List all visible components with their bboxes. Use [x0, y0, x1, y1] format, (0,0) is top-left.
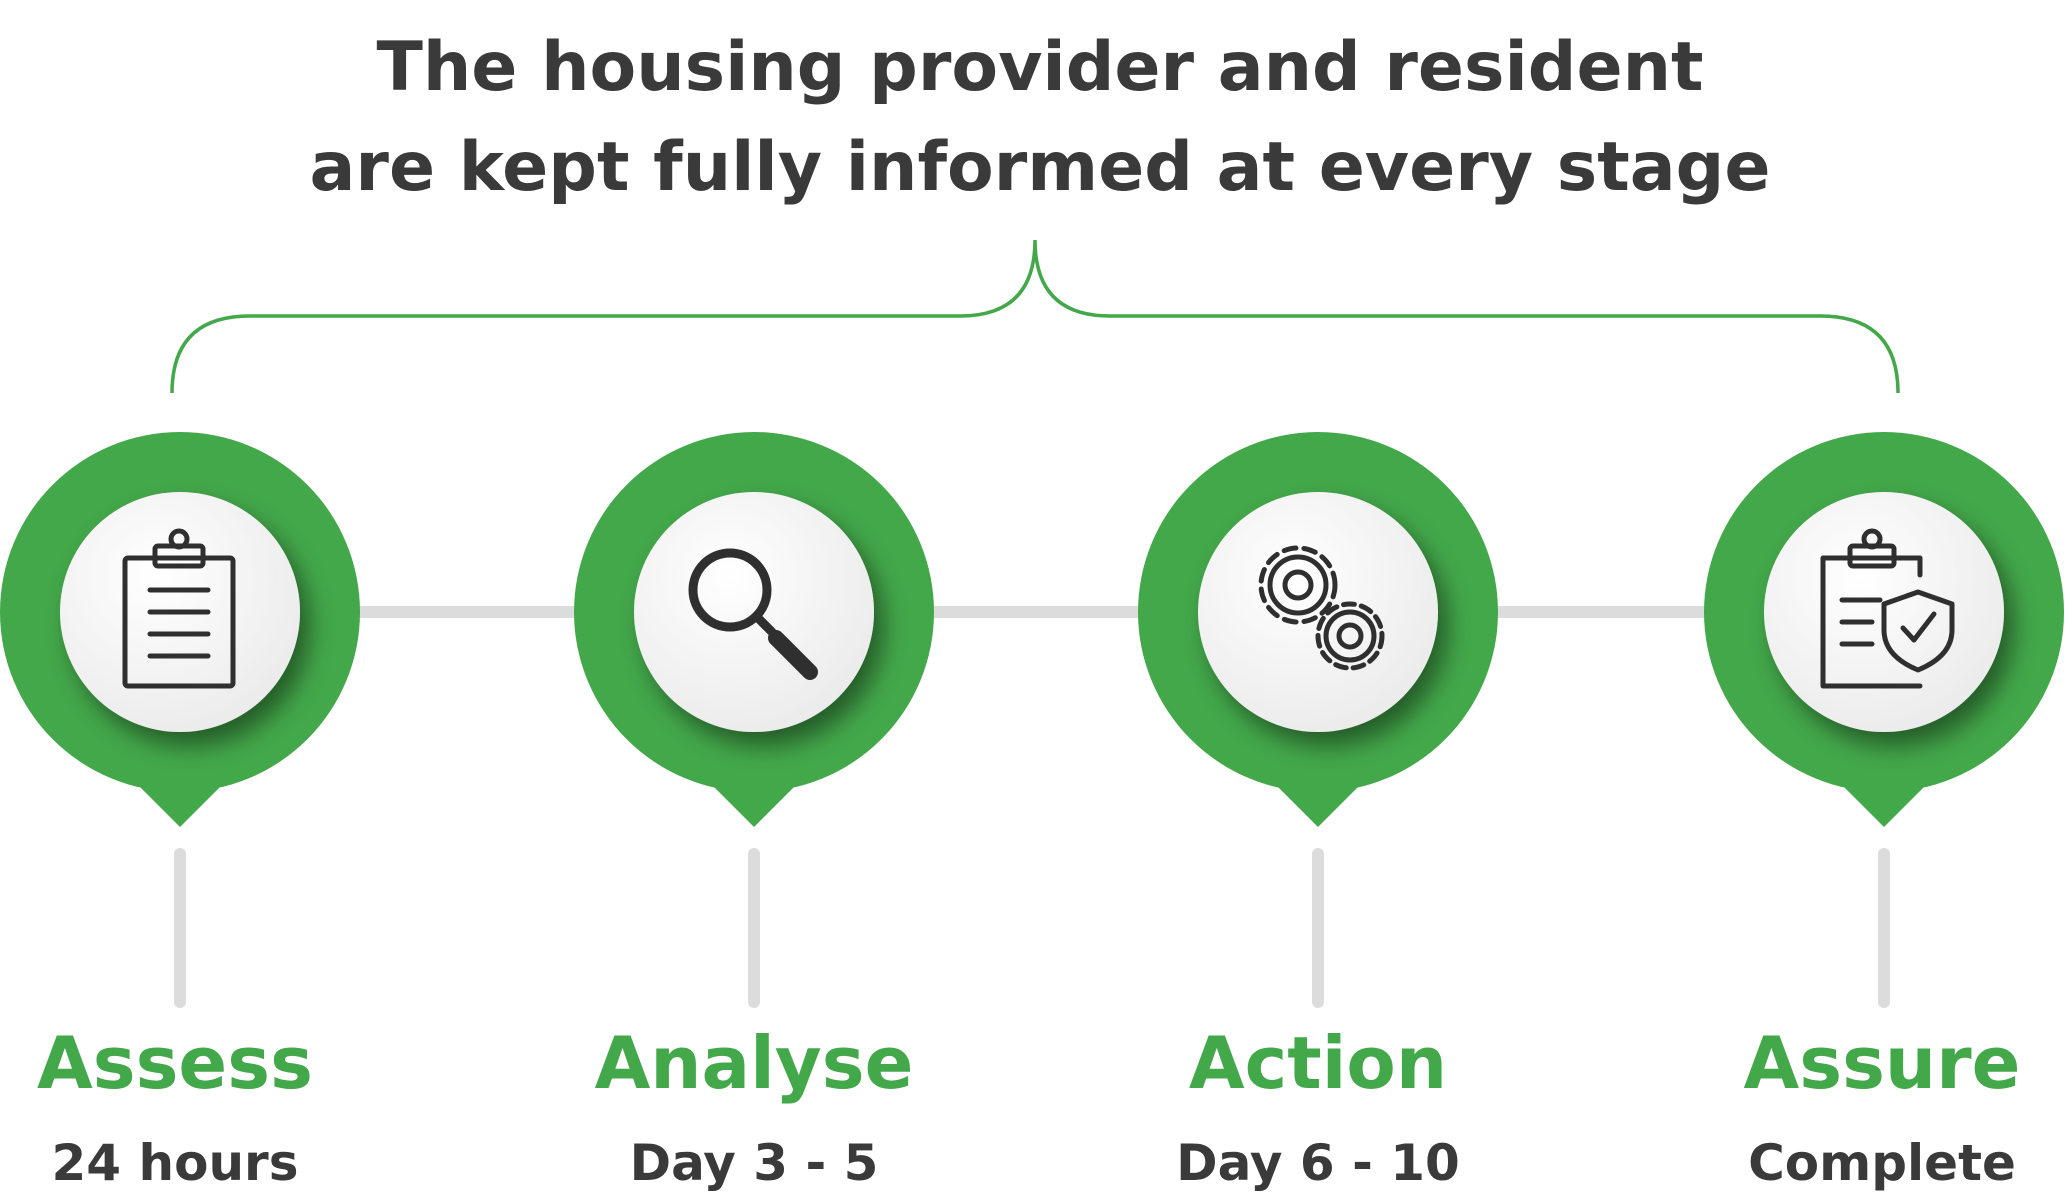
stage-name: Assure [1743, 1021, 2020, 1105]
stage-drop-line [1878, 848, 1890, 1008]
clipboard-icon [122, 528, 236, 689]
stage-pin [712, 785, 796, 827]
headline-line-2: are kept fully informed at every stage [310, 128, 1771, 207]
stage-pin [1842, 785, 1926, 827]
stage-timing: Day 3 - 5 [630, 1134, 879, 1192]
connector-1-2 [355, 606, 575, 618]
stage-action: Action Day 6 - 10 [1138, 432, 1498, 1192]
clipboard-shield-check-icon [1820, 528, 1955, 689]
stage-name: Analyse [595, 1021, 914, 1105]
stage-timing: Day 6 - 10 [1176, 1134, 1460, 1192]
connector-2-3 [930, 606, 1140, 618]
horizontal-connectors [355, 606, 1705, 618]
stage-name: Action [1189, 1021, 1447, 1105]
stage-assess: Assess 24 hours [0, 432, 360, 1192]
connector-3-4 [1495, 606, 1705, 618]
stage-drop-line [174, 848, 186, 1008]
magnifying-glass-icon [688, 548, 818, 680]
headline-line-1: The housing provider and resident [376, 28, 1703, 107]
headline: The housing provider and resident are ke… [310, 28, 1771, 207]
stage-pin [1276, 785, 1360, 827]
gears-icon [1258, 545, 1385, 671]
stage-pin-inner [1198, 492, 1438, 732]
stage-name: Assess [37, 1021, 313, 1105]
stage-drop-line [748, 848, 760, 1008]
stage-drop-line [1312, 848, 1324, 1008]
curly-bracket [170, 239, 1900, 394]
stage-timing: 24 hours [52, 1134, 299, 1192]
stage-assure: Assure Complete [1704, 432, 2064, 1192]
stage-pin [138, 785, 222, 827]
stage-timing: Complete [1748, 1134, 2016, 1192]
stage-analyse: Analyse Day 3 - 5 [574, 432, 934, 1192]
